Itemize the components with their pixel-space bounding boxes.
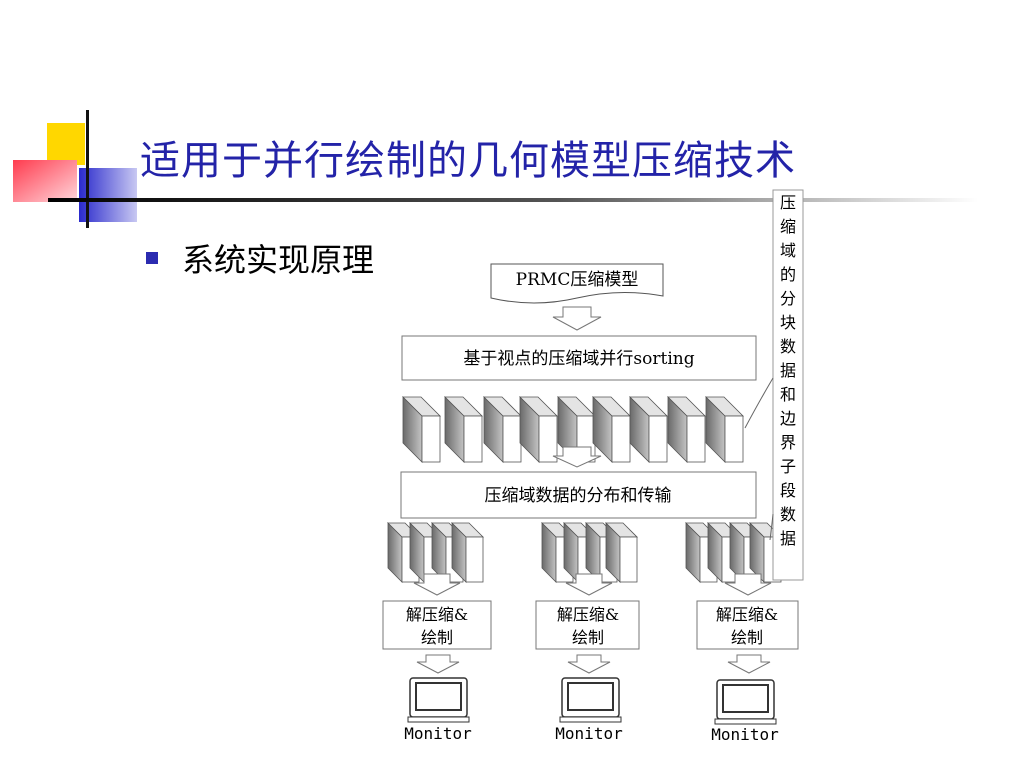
- sorting-box: [401, 335, 757, 381]
- render-box-1-line2: 绘制: [421, 628, 453, 647]
- side-label-char: 块: [780, 313, 796, 332]
- block-group-2: [541, 522, 638, 583]
- side-label-char: 数: [780, 505, 796, 524]
- side-label-box: [772, 189, 804, 581]
- deco-title-underline: [48, 198, 978, 202]
- bullet-item: 系统实现原理: [146, 238, 375, 279]
- monitor-label-1: Monitor: [404, 724, 472, 743]
- bullet-text: 系统实现原理: [182, 241, 375, 279]
- block-row-main: [402, 396, 744, 463]
- block-group-3: [685, 522, 782, 583]
- render-box-3-line2: 绘制: [731, 628, 763, 647]
- block-front: [619, 536, 638, 583]
- side-label-char: 的: [780, 265, 796, 284]
- render-box-2-line1: 解压缩&: [557, 605, 619, 624]
- monitor-label-3: Monitor: [711, 725, 779, 744]
- render-box-3: [696, 600, 799, 650]
- down-arrow-icon: [727, 654, 771, 674]
- block-group-1: [387, 522, 484, 583]
- block-front: [465, 536, 484, 583]
- distribution-label: 压缩域数据的分布和传输: [485, 486, 672, 506]
- down-arrow-icon: [552, 446, 602, 468]
- monitor-icon: [714, 679, 777, 725]
- deco-vertical-line: [86, 110, 89, 228]
- side-label-char: 边: [780, 409, 796, 428]
- side-label-char: 缩: [780, 217, 796, 236]
- block-front: [502, 415, 522, 463]
- block-front: [724, 415, 744, 463]
- connector-line: [744, 377, 774, 429]
- block-front: [611, 415, 631, 463]
- down-arrow-icon: [567, 654, 611, 674]
- block-front: [421, 415, 441, 463]
- side-label-char: 界: [780, 433, 796, 452]
- side-label-char: 数: [780, 337, 796, 356]
- distribution-box: [400, 471, 757, 519]
- render-box-3-line1: 解压缩&: [716, 605, 778, 624]
- slide-title: 适用于并行绘制的几何模型压缩技术: [140, 138, 796, 184]
- render-box-1-line1: 解压缩&: [406, 605, 468, 624]
- down-arrow-icon: [724, 573, 772, 596]
- side-label-char: 分: [780, 289, 796, 308]
- sorting-label: 基于视点的压缩域并行sorting: [463, 349, 694, 369]
- monitor-label-2: Monitor: [555, 724, 623, 743]
- down-arrow-icon: [416, 654, 460, 674]
- block-front: [463, 415, 483, 463]
- side-label-char: 和: [780, 385, 796, 404]
- render-box-2-line2: 绘制: [572, 628, 604, 647]
- render-box-2: [535, 600, 640, 650]
- side-label-char: 据: [780, 529, 796, 548]
- side-label-char: 子: [780, 457, 796, 476]
- prmc-model-shape: [490, 263, 664, 304]
- monitor-icon: [559, 677, 622, 723]
- side-label-char: 段: [780, 481, 796, 500]
- render-box-1: [382, 600, 492, 650]
- block-front: [538, 415, 558, 463]
- deco-yellow-square: [47, 123, 85, 165]
- down-arrow-icon: [565, 573, 613, 596]
- connector-line: [769, 513, 774, 541]
- deco-red-square: [13, 160, 77, 202]
- side-label-char: 压: [780, 193, 796, 212]
- down-arrow-icon: [552, 306, 602, 331]
- block-front: [686, 415, 706, 463]
- side-label-char: 据: [780, 361, 796, 380]
- side-label-char: 域: [780, 241, 796, 260]
- block-front: [648, 415, 668, 463]
- square-bullet-icon: [146, 252, 158, 264]
- down-arrow-icon: [413, 573, 461, 596]
- monitor-icon: [407, 677, 470, 723]
- prmc-model-label: PRMC压缩模型: [516, 270, 639, 290]
